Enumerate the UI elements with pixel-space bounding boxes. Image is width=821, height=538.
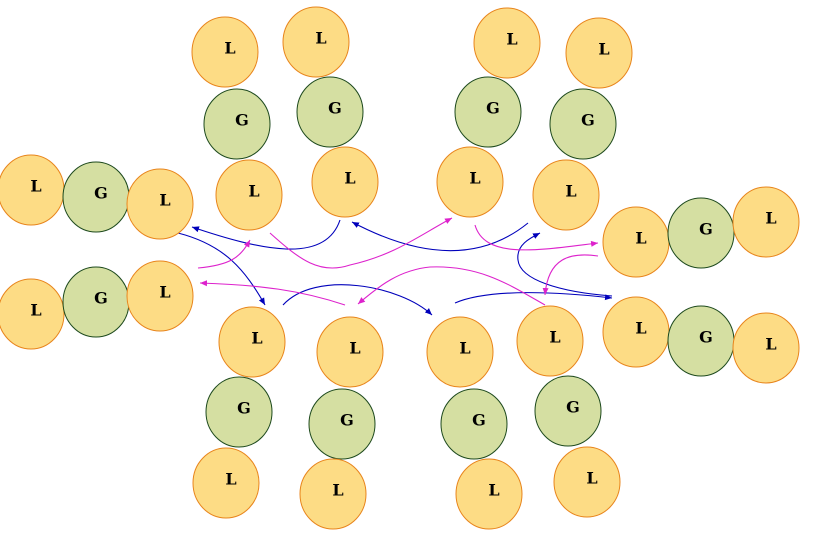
l-circle	[215, 159, 283, 231]
lgl-molecule: L G L	[532, 17, 633, 231]
g-label: G	[328, 99, 342, 118]
l-circle	[732, 186, 800, 258]
l-label: L	[30, 177, 41, 196]
l-circle	[191, 16, 259, 88]
lgl-molecule: L G L	[299, 316, 384, 530]
l-label: L	[332, 481, 343, 500]
l-circle	[299, 458, 367, 530]
l-label: L	[469, 169, 480, 188]
l-circle	[426, 316, 494, 388]
magenta-arrow	[474, 224, 599, 251]
l-circle	[192, 447, 260, 519]
l-label: L	[635, 229, 646, 248]
l-label: L	[565, 182, 576, 201]
g-circle	[308, 388, 376, 460]
magenta-arrow	[357, 266, 546, 306]
l-circle	[311, 146, 379, 218]
l-label: L	[635, 319, 646, 338]
l-circle	[0, 278, 65, 350]
g-circle	[296, 76, 364, 148]
l-circle	[516, 305, 584, 377]
l-circle	[436, 146, 504, 218]
l-circle	[126, 260, 194, 332]
blue-arrow	[191, 219, 341, 250]
lgl-molecule: L G L	[282, 6, 379, 218]
lgl-molecule: L G L	[436, 7, 541, 218]
l-circle	[532, 159, 600, 231]
l-label: L	[159, 191, 170, 210]
l-label: L	[765, 335, 776, 354]
magenta-arrow	[197, 239, 251, 269]
g-label: G	[581, 111, 595, 130]
g-label: G	[235, 111, 249, 130]
l-label: L	[315, 29, 326, 48]
l-label: L	[765, 209, 776, 228]
l-label: L	[30, 301, 41, 320]
l-label: L	[344, 169, 355, 188]
g-circle	[534, 375, 602, 447]
blue-arrow	[517, 232, 613, 297]
l-circle	[282, 6, 350, 78]
blue-arrow	[351, 221, 529, 252]
l-circle	[316, 316, 384, 388]
l-circle	[126, 168, 194, 240]
l-label: L	[549, 328, 560, 347]
l-circle	[218, 306, 286, 378]
l-label: L	[598, 40, 609, 59]
magenta-arrow	[542, 254, 599, 296]
l-label: L	[488, 481, 499, 500]
l-circle	[473, 7, 541, 79]
l-label: L	[506, 30, 517, 49]
l-label: L	[349, 339, 360, 358]
g-label: G	[486, 99, 500, 118]
g-circle	[454, 76, 522, 148]
l-circle	[732, 312, 800, 384]
g-label: G	[340, 411, 354, 430]
l-circle	[565, 17, 633, 89]
l-label: L	[248, 182, 259, 201]
g-circle	[440, 388, 508, 460]
magenta-arrow	[199, 280, 346, 306]
g-label: G	[94, 289, 108, 308]
g-label: G	[94, 184, 108, 203]
g-circle	[203, 88, 271, 160]
blue-arrow	[454, 292, 613, 304]
lgl-molecule: L G L	[191, 16, 283, 231]
g-label: G	[472, 411, 486, 430]
l-label: L	[159, 283, 170, 302]
g-label: G	[699, 220, 713, 239]
l-label: L	[224, 39, 235, 58]
g-circle	[549, 88, 617, 160]
g-label: G	[566, 398, 580, 417]
l-label: L	[459, 339, 470, 358]
l-circle	[553, 446, 621, 518]
molecules-layer: L G L L G L L G L L G L L G L L G L L G L L G L L G L L G L L G L L G L	[0, 6, 800, 530]
lgl-molecule: L G L	[516, 305, 621, 518]
l-label: L	[225, 470, 236, 489]
magenta-arrow	[269, 217, 453, 269]
g-label: G	[237, 399, 251, 418]
l-label: L	[251, 329, 262, 348]
g-label: G	[699, 328, 713, 347]
arrows-layer	[177, 217, 613, 316]
blue-arrow	[282, 284, 433, 316]
lgl-molecule: L G L	[192, 306, 286, 519]
g-circle	[205, 376, 273, 448]
g-circle	[667, 197, 735, 269]
lgl-molecule: L G L	[602, 186, 800, 278]
l-circle	[455, 458, 523, 530]
lgl-molecule: L G L	[426, 316, 523, 530]
l-label: L	[586, 469, 597, 488]
